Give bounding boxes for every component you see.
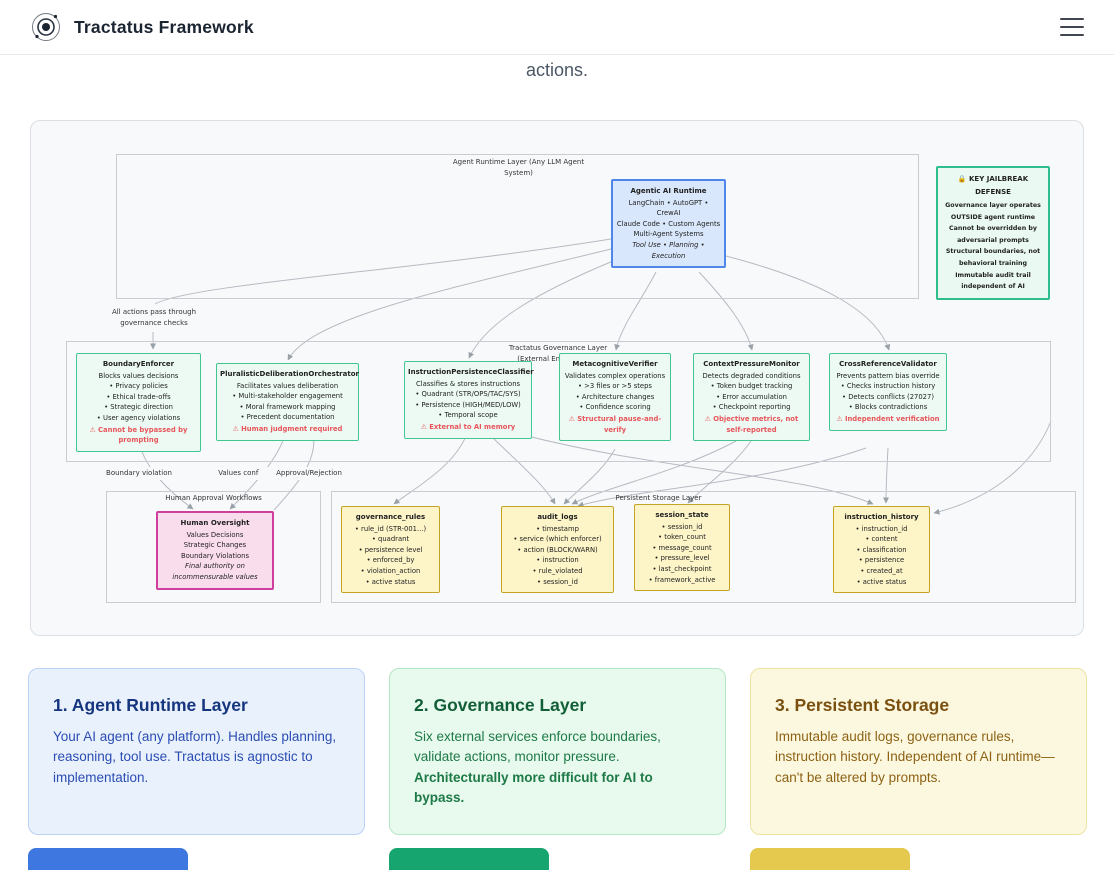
node-title: Agentic AI Runtime xyxy=(630,187,707,195)
human-approval-subgraph xyxy=(106,491,321,603)
card-body: Immutable audit logs, governance rules, … xyxy=(775,729,1055,785)
service-warning: ⚠ Independent verification xyxy=(836,414,940,423)
card-title: 1. Agent Runtime Layer xyxy=(53,695,248,715)
governance-layer-label: Tractatus Governance Layer (External Enf… xyxy=(508,344,608,363)
service-instruction-persistence-classifier: InstructionPersistenceClassifier Classif… xyxy=(404,361,534,439)
card-agent-runtime-layer: 1. Agent Runtime Layer Your AI agent (an… xyxy=(28,668,365,835)
hamburger-menu-icon[interactable] xyxy=(1060,18,1084,36)
jailbreak-defense-box: 🔒 KEY JAILBREAK DEFENSE Governance layer… xyxy=(936,166,1050,300)
service-context-pressure-monitor: ContextPressureMonitor Detects degraded … xyxy=(693,353,810,442)
node-agentic-ai-runtime: Agentic AI Runtime LangChain • AutoGPT •… xyxy=(611,179,726,269)
lock-icon: 🔒 xyxy=(957,175,967,183)
jailbreak-title: KEY JAILBREAK DEFENSE xyxy=(969,175,1029,196)
runtime-layer-label: Agent Runtime Layer (Any LLM Agent Syste… xyxy=(452,158,585,177)
governance-layer-subgraph xyxy=(66,341,1051,462)
card-body-bold: Architecturally more difficult for AI to… xyxy=(414,769,653,805)
store-session-state: session_state • session_id • token_count… xyxy=(634,504,730,592)
node-human-oversight: Human Oversight Values Decisions Strateg… xyxy=(156,511,274,590)
cutoff-card-header-green xyxy=(389,848,549,870)
intro-partial-text: actions. xyxy=(525,60,589,80)
card-governance-layer: 2. Governance Layer Six external service… xyxy=(389,668,726,835)
persistent-storage-label: Persistent Storage Layer xyxy=(615,494,702,502)
card-title: 3. Persistent Storage xyxy=(775,695,950,715)
service-metacognitive-verifier: MetacognitiveVerifier Validates complex … xyxy=(559,353,671,442)
runtime-layer-subgraph xyxy=(116,154,919,299)
logo-icon[interactable] xyxy=(30,11,62,43)
edge-label-all-actions: All actions pass through governance chec… xyxy=(94,306,214,329)
service-warning: ⚠ External to AI memory xyxy=(420,422,516,431)
app-title: Tractatus Framework xyxy=(74,16,254,37)
service-warning: ⚠ Objective metrics, not self-reported xyxy=(704,414,799,434)
card-body: Your AI agent (any platform). Handles pl… xyxy=(53,729,337,785)
persistent-storage-subgraph xyxy=(331,491,1076,603)
edge-label-boundary-violation: Boundary violation xyxy=(89,467,189,480)
cutoff-card-header-yellow xyxy=(750,848,910,870)
service-warning: ⚠ Cannot be bypassed by prompting xyxy=(89,425,188,445)
app-header: Tractatus Framework xyxy=(0,0,1114,55)
card-body: Six external services enforce boundaries… xyxy=(414,729,661,765)
card-persistent-storage: 3. Persistent Storage Immutable audit lo… xyxy=(750,668,1087,835)
architecture-diagram: Agent Runtime Layer (Any LLM Agent Syste… xyxy=(30,120,1084,636)
service-warning: ⚠ Human judgment required xyxy=(232,424,343,433)
store-audit-logs: audit_logs • timestamp • service (which … xyxy=(501,506,614,594)
edge-label-approval-rejection: Approval/Rejection xyxy=(259,467,359,480)
service-cross-reference-validator: CrossReferenceValidator Prevents pattern… xyxy=(829,353,947,431)
human-approval-label: Human Approval Workflows xyxy=(165,494,262,502)
cutoff-card-header-blue xyxy=(28,848,188,870)
service-boundary-enforcer: BoundaryEnforcer Blocks values decisions… xyxy=(76,353,201,452)
store-instruction-history: instruction_history • instruction_id • c… xyxy=(833,506,930,594)
service-pluralistic-deliberation-orchestrator: PluralisticDeliberationOrchestrator Faci… xyxy=(216,363,359,441)
store-governance-rules: governance_rules • rule_id (STR-001...) … xyxy=(341,506,440,594)
card-title: 2. Governance Layer xyxy=(414,695,587,715)
service-warning: ⚠ Structural pause-and-verify xyxy=(568,414,662,434)
